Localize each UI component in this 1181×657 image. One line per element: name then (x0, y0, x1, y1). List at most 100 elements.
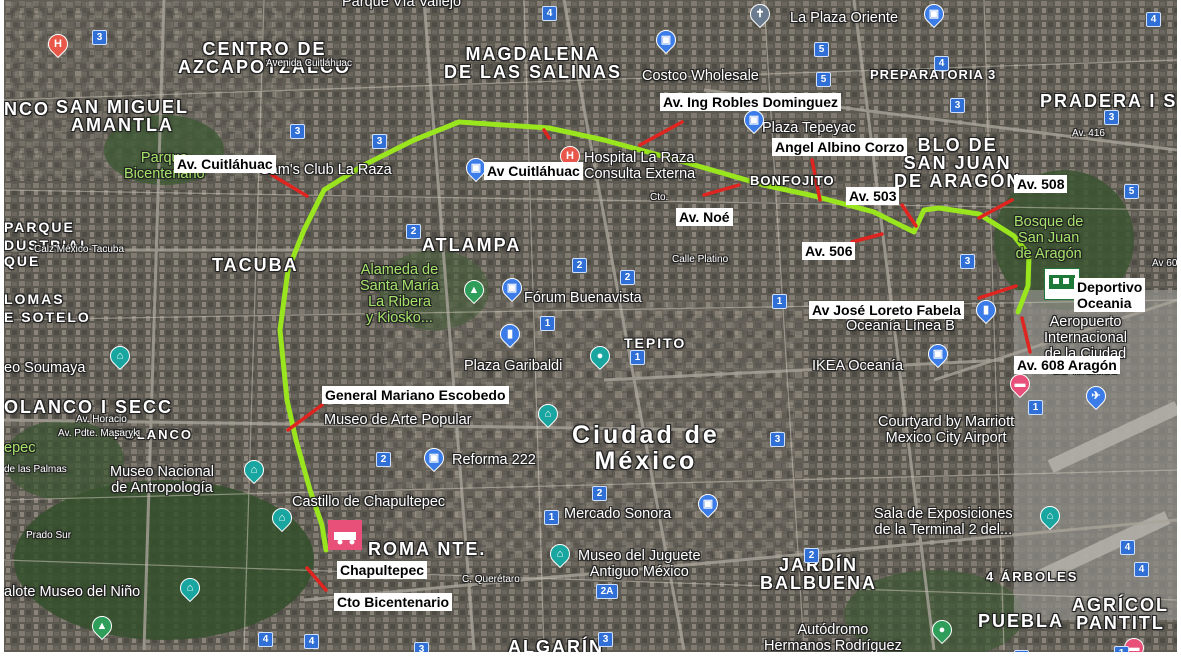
road-shield: 2 (592, 486, 607, 501)
road-shield: 1 (1028, 400, 1043, 415)
road-shield: 2 (620, 270, 635, 285)
poi-costco[interactable]: Costco Wholesale (642, 68, 759, 84)
cross-glyph: ✝ (755, 8, 765, 20)
district-atlampa: ATLAMPA (422, 235, 522, 255)
district-agricola: AGRÍCOL PANTITL (1072, 595, 1169, 633)
camera-glyph: ● (596, 350, 604, 362)
callout-av-cuitlahuac-right[interactable]: Av Cuitláhuac (484, 162, 583, 180)
road-shield: 3 (290, 124, 305, 139)
road-av-416: Av. 416 (1072, 128, 1105, 139)
shopping-glyph: ▣ (748, 114, 760, 126)
district-tepito: TEPITO (624, 335, 687, 351)
poi-sala-exposiciones[interactable]: Sala de Exposiciones de la Terminal 2 de… (874, 506, 1013, 538)
road-de-las-palmas: de las Palmas (4, 464, 67, 475)
poi-courtyard-marriott[interactable]: Courtyard by Marriott Mexico City Airpor… (878, 414, 1015, 446)
road-shield: 4 (258, 632, 273, 647)
callout-deportivo-oceania[interactable]: Deportivo Oceania (1074, 278, 1146, 312)
poi-bosque-aragon[interactable]: Bosque de San Juan de Aragón (1014, 214, 1084, 262)
train-glyph: ▮ (982, 304, 990, 316)
callout-av-506[interactable]: Av. 506 (802, 242, 856, 260)
shopping-glyph: ▣ (660, 34, 672, 46)
district-ciudad-de-mexico: Ciudad de México (572, 421, 720, 475)
train-glyph: ▮ (506, 328, 514, 340)
district-lomas: LOMAS E SOTELO (4, 291, 91, 325)
district-magdalena: MAGDALENA DE LAS SALINAS (444, 44, 623, 82)
poi-museo-arte-popular[interactable]: Museo de Arte Popular (324, 412, 472, 428)
district-bonfojito: BONFOJITO (750, 173, 835, 188)
poi-plaza-tepeyac[interactable]: Plaza Tepeyac (762, 120, 857, 136)
callout-av-noe[interactable]: Av. Noé (676, 208, 733, 226)
station-glyph (1049, 275, 1075, 289)
road-shield: 1 (1114, 646, 1129, 652)
callout-av-ing-robles[interactable]: Av. Ing Robles Dominguez (660, 93, 842, 111)
museum-glyph: ⌂ (186, 582, 194, 594)
callout-angel-albino-corzo[interactable]: Angel Albino Corzo (772, 138, 908, 156)
road-shield: 3 (414, 642, 429, 652)
callout-av-503[interactable]: Av. 503 (846, 187, 900, 205)
callout-av-508[interactable]: Av. 508 (1014, 175, 1068, 193)
road-c-queretaro: C. Querétaro (462, 574, 520, 585)
poi-plaza-garibaldi[interactable]: Plaza Garibaldi (464, 358, 563, 374)
poi-museo-juguete[interactable]: Museo del Juguete Antiguo México (578, 548, 701, 580)
district-pradera: PRADERA I S (1040, 91, 1177, 111)
poi-parque-vallejo[interactable]: Parque Vía Vallejo (342, 0, 462, 10)
road-shield: 3 (950, 98, 965, 113)
poi-sams-club[interactable]: Sam's Club La Raza (260, 162, 392, 178)
road-shield: 4 (1134, 562, 1149, 577)
district-preparatoria: PREPARATORIA 3 (870, 67, 997, 82)
callout-av-cuitlahuac-left[interactable]: Av. Cuitláhuac (174, 155, 276, 173)
tree-glyph: ▲ (96, 620, 108, 632)
station-chapultepec-icon[interactable] (328, 520, 362, 550)
poi-museo-soumaya[interactable]: eo Soumaya (4, 360, 86, 376)
poi-autodromo[interactable]: Autódromo Hermanos Rodríguez (764, 622, 902, 652)
poi-chapultepec-green[interactable]: epec (4, 440, 36, 456)
road-shield: 2 (804, 548, 819, 563)
road-calz-mexico-tacuba: Calz México-Tacuba (34, 244, 125, 255)
callout-av-608-aragon[interactable]: Av. 608 Aragón (1014, 356, 1120, 374)
district-algarin: ALGARÍN (508, 637, 604, 652)
district-que: QUE (4, 253, 41, 269)
district-azcapotzalco: CENTRO DE AZCAPOTZALCO (178, 39, 351, 77)
callout-cto-bicentenario[interactable]: Cto Bicentenario (334, 593, 453, 611)
road-shield: 4 (934, 56, 949, 71)
callout-av-jose-loreto-fabela[interactable]: Av José Loreto Fabela (809, 301, 964, 319)
road-shield: 4 (1014, 650, 1029, 652)
road-avenida-cuitlahuac: Avenida Cuitláhuac (266, 58, 352, 69)
hotel-glyph: ▬ (1014, 378, 1026, 390)
poi-plaza-oriente[interactable]: La Plaza Oriente (790, 10, 899, 26)
poi-hospital-la-raza[interactable]: Hospital La Raza Consulta Externa (584, 150, 696, 182)
satellite-map[interactable]: CENTRO DE AZCAPOTZALCO MAGDALENA DE LAS … (4, 0, 1177, 652)
road-shield: 1 (544, 510, 559, 525)
road-shield: 2A (596, 584, 618, 599)
shopping-glyph: ▣ (506, 282, 518, 294)
road-shield: 3 (770, 432, 785, 447)
road-shield: 3 (598, 632, 613, 647)
road-shield: 3 (372, 134, 387, 149)
road-shield: 2 (572, 258, 587, 273)
road-shield: 2 (376, 452, 391, 467)
district-jardin-balbuena: JARDÍN BALBUENA (760, 555, 877, 593)
callout-chapultepec[interactable]: Chapultepec (337, 561, 428, 579)
poi-alameda-santa-maria[interactable]: Alameda de Santa María La Ribera y Kiosk… (360, 262, 439, 326)
road-shield: 2 (406, 224, 421, 239)
road-av-masaryk: Av. Pdte. Masaryk (58, 428, 139, 439)
district-nco: NCO (4, 99, 50, 119)
airplane-glyph: ✈ (1091, 390, 1101, 402)
shopping-glyph: ▣ (928, 7, 940, 20)
district-polanco: POLANCO (114, 427, 193, 442)
poi-ikea-oceania[interactable]: IKEA Oceanía (812, 358, 904, 374)
poi-castillo-chapultepec[interactable]: Castillo de Chapultepec (292, 494, 446, 510)
poi-museo-nino[interactable]: alote Museo del Niño (4, 584, 141, 600)
poi-oceania-linea-b[interactable]: Oceanía Línea B (846, 318, 955, 334)
road-calle-platino: Calle Platino (672, 254, 729, 265)
road-shield: 1 (630, 350, 645, 365)
poi-reforma-222[interactable]: Reforma 222 (452, 452, 536, 468)
road-prado-sur: Prado Sur (26, 530, 72, 541)
callout-general-mariano-escobedo[interactable]: General Mariano Escobedo (322, 386, 509, 404)
poi-forum-buenavista[interactable]: Fórum Buenavista (524, 290, 642, 306)
road-shield: 3 (92, 30, 107, 45)
cart-glyph: ▣ (702, 498, 714, 510)
poi-mercado-sonora[interactable]: Mercado Sonora (564, 506, 672, 522)
station-glyph (334, 532, 356, 545)
poi-museo-antropologia[interactable]: Museo Nacional de Antropología (110, 464, 214, 496)
